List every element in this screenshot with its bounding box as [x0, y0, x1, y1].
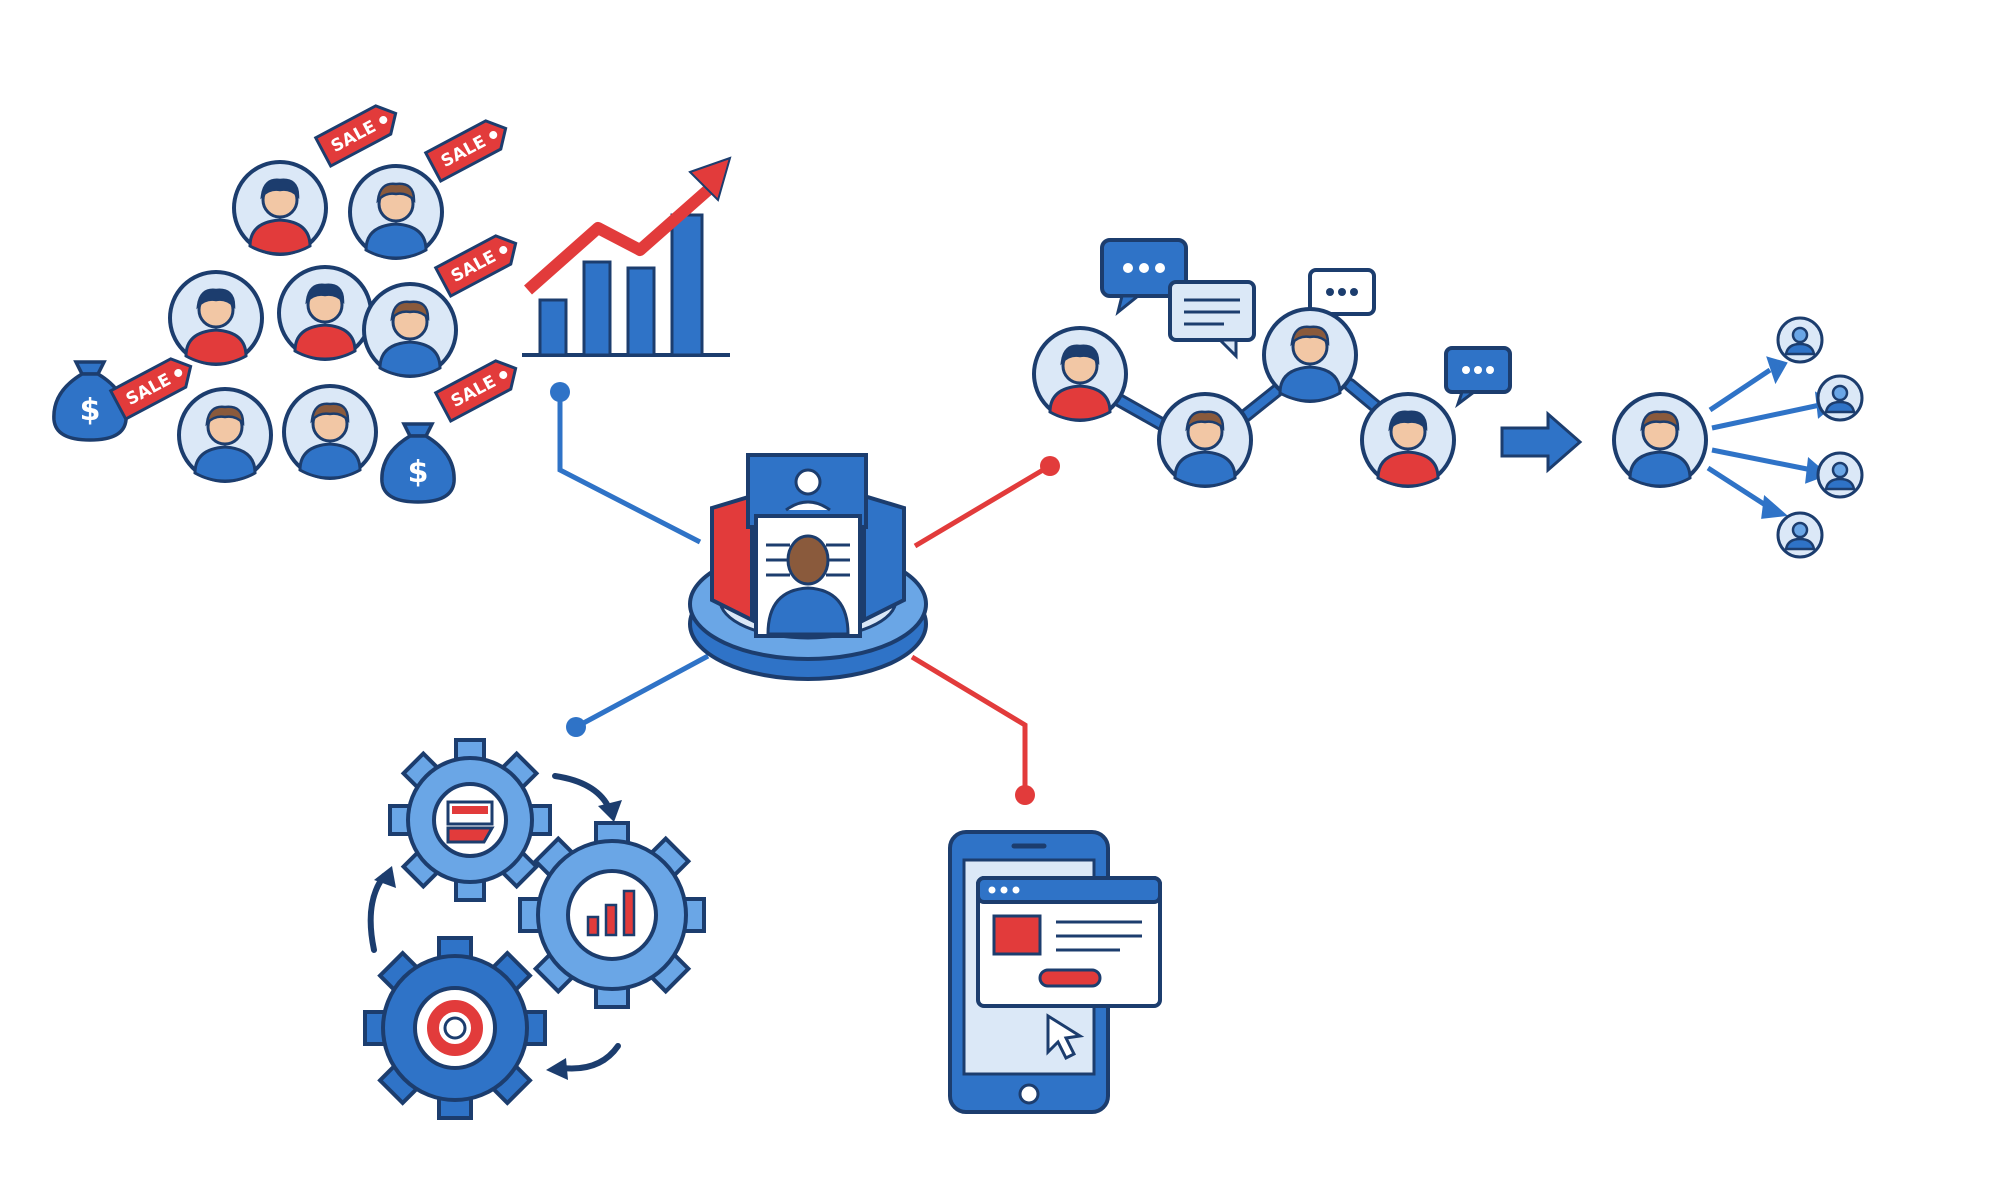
cursor-icon [1046, 1013, 1085, 1061]
follower-avatar [1816, 374, 1864, 422]
chat-bubble-icon [1308, 268, 1376, 331]
follower-avatar [1776, 316, 1824, 364]
sale-tag-icon: SALE [433, 234, 518, 299]
automation-gears-icon [363, 738, 706, 1120]
connector-lines [550, 382, 1060, 805]
customers-with-sale-tags-icon: SALE SALE SALE SALE SALE [52, 104, 518, 504]
customer-avatar [177, 387, 273, 483]
profile-card-platform-icon [688, 453, 928, 681]
gear-icon [363, 936, 547, 1120]
customer-avatar [1032, 326, 1128, 422]
customer-avatar [282, 384, 378, 480]
customer-avatar [348, 164, 444, 260]
customer-avatar [232, 160, 328, 256]
customer-avatar [1360, 392, 1456, 488]
sale-tag-icon: SALE [313, 104, 398, 169]
customer-avatar [1157, 392, 1253, 488]
gear-icon [388, 738, 552, 902]
customer-avatar [168, 270, 264, 366]
money-bag-icon [380, 422, 456, 504]
chat-bubble-icon [1168, 280, 1256, 360]
mobile-web-app-icon [948, 830, 1162, 1114]
influencer-avatar [1612, 392, 1708, 488]
sale-tag-icon: SALE [433, 359, 518, 424]
sale-tag-icon: SALE [423, 119, 508, 184]
customer-avatar [1262, 307, 1358, 403]
follower-avatar [1816, 451, 1864, 499]
referral-network-icon [1032, 238, 1864, 559]
arrow-right-icon [1500, 410, 1583, 474]
share-arrows-icon [1706, 356, 1837, 519]
gear-icon [518, 821, 706, 1009]
customer-avatar [362, 282, 458, 378]
growth-bar-chart-icon [522, 156, 732, 357]
chat-bubble-icon [1100, 238, 1188, 316]
follower-avatar [1776, 511, 1824, 559]
customer-avatar [277, 265, 373, 361]
chat-bubble-icon [1444, 346, 1512, 409]
